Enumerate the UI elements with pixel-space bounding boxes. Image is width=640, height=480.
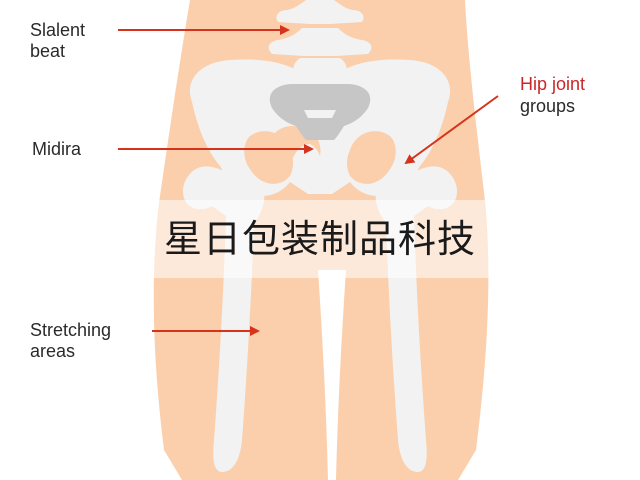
label-groups: groups — [520, 96, 576, 116]
leg-gap — [318, 270, 346, 480]
obturator-left — [244, 131, 293, 184]
sacrum-notch — [304, 110, 336, 118]
label-hip-joint: Hip joint — [520, 74, 586, 94]
vertebra-1 — [276, 0, 364, 24]
label-slalent-beat: Slalent beat — [30, 20, 86, 61]
label-midira: Midira — [32, 139, 82, 159]
watermark-banner: 星日包装制品科技 — [110, 200, 530, 278]
vertebra-2 — [268, 28, 372, 56]
label-stretching-areas: Stretching areas — [30, 320, 112, 361]
obturator-right — [347, 131, 396, 184]
arrow-hip-joint — [404, 95, 499, 165]
watermark-text: 星日包装制品科技 — [163, 217, 476, 261]
vertebra-3 — [293, 58, 347, 82]
